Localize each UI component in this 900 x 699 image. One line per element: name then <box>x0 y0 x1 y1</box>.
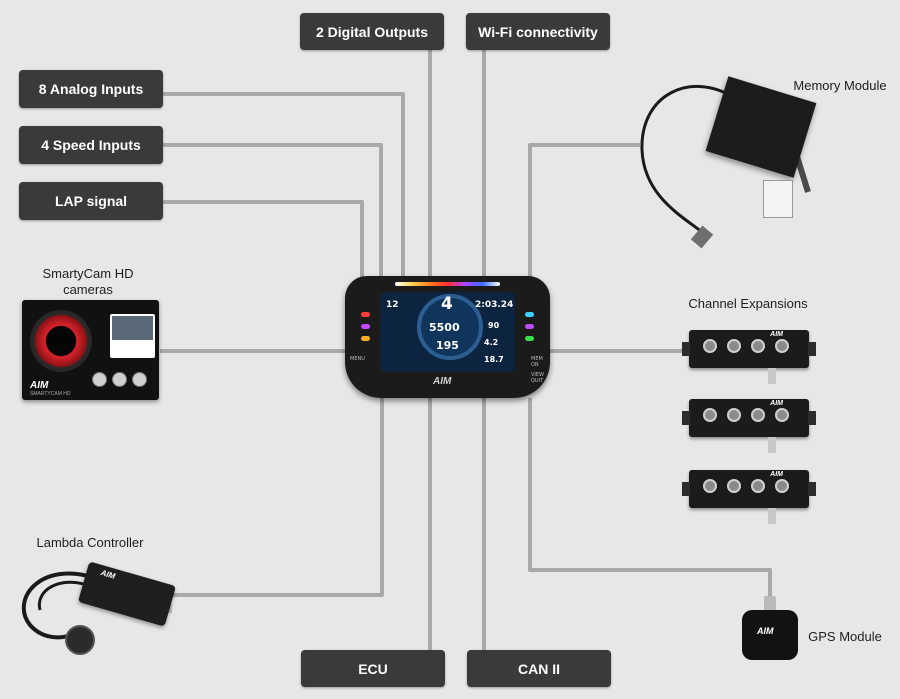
expansion-port-icon <box>751 339 765 353</box>
expansion-port-icon <box>703 479 717 493</box>
menu-button-label: MENU <box>350 356 365 362</box>
voltage: 18.7 <box>484 355 504 364</box>
gps-logo: AIM <box>757 626 774 636</box>
expansion-port-icon <box>775 408 789 422</box>
expansion-port-icon <box>775 479 789 493</box>
lambda-connector <box>65 625 95 655</box>
expansion-port-icon <box>727 479 741 493</box>
alarm-led <box>361 324 370 329</box>
oil-pressure: 4.2 <box>484 338 499 347</box>
camera-lens-icon <box>30 310 92 372</box>
alarm-led <box>361 336 370 341</box>
channel-expansion-device: AIM <box>682 399 816 453</box>
caption-gps-module: GPS Module <box>808 629 882 644</box>
expansion-port-icon <box>727 339 741 353</box>
lap-time: 2:03.24 <box>475 300 514 310</box>
label-can2: CAN II <box>467 650 611 687</box>
label-wifi-connectivity: Wi-Fi connectivity <box>466 13 610 50</box>
label-digital-outputs: 2 Digital Outputs <box>300 13 444 50</box>
gps-connector <box>764 596 776 612</box>
gear-value: 4 <box>441 294 453 314</box>
alarm-led <box>525 312 534 317</box>
memory-module-cable <box>640 85 736 234</box>
expansion-mount <box>682 411 690 425</box>
expansion-logo: AIM <box>770 400 783 407</box>
smartycam-device: AIM SMARTYCAM HD <box>22 300 159 400</box>
expansion-port-icon <box>703 339 717 353</box>
label-lap-signal: LAP signal <box>19 182 163 220</box>
wire-speed-inputs <box>163 143 383 290</box>
camera-model: SMARTYCAM HD <box>30 391 71 397</box>
rpm-value: 5500 <box>429 321 460 334</box>
channel-expansion-device: AIM <box>682 330 816 384</box>
caption-channel-expansions: Channel Expansions <box>688 296 808 311</box>
caption-memory-module: Memory Module <box>793 78 887 93</box>
expansion-port-icon <box>727 408 741 422</box>
wire-memory-module <box>528 143 640 290</box>
wire-analog-inputs <box>163 92 405 290</box>
expansion-logo: AIM <box>770 331 783 338</box>
speed-value: 195 <box>436 339 459 352</box>
dash-logo: AIM <box>433 376 452 387</box>
dash-screen: 4 5500 195 12 2:03.24 90 4.2 18.7 <box>380 292 515 372</box>
caption-smartycam: SmartyCam HD cameras <box>42 266 134 297</box>
wire-lambda <box>172 398 384 597</box>
gps-module-device: AIM <box>742 596 798 664</box>
expansion-mount <box>808 482 816 496</box>
sd-card-icon <box>763 180 793 218</box>
alarm-led <box>525 324 534 329</box>
lambda-cable-second <box>37 580 91 611</box>
camera-button <box>132 372 147 387</box>
alarm-led <box>361 312 370 317</box>
memory-module-connector <box>690 225 714 249</box>
view-button-label: VIEW QUIT <box>531 372 544 384</box>
gps-body <box>742 610 798 660</box>
label-speed-inputs: 4 Speed Inputs <box>19 126 163 164</box>
camera-screen <box>110 314 155 358</box>
channel-expansion-device: AIM <box>682 470 816 524</box>
label-analog-inputs: 8 Analog Inputs <box>19 70 163 108</box>
mem-button-label: MEM ON <box>531 356 543 368</box>
water-temp: 90 <box>488 321 500 330</box>
camera-brand: AIM <box>30 380 49 391</box>
expansion-mount <box>808 342 816 356</box>
expansion-mount <box>808 411 816 425</box>
dash-display-device: MENU MEM ON VIEW QUIT 4 5500 195 12 2:03… <box>345 276 550 398</box>
wire-gps <box>528 398 772 598</box>
expansion-connector <box>768 437 776 453</box>
caption-lambda-controller: Lambda Controller <box>36 535 144 550</box>
expansion-logo: AIM <box>770 471 783 478</box>
expansion-mount <box>682 342 690 356</box>
expansion-port-icon <box>751 408 765 422</box>
expansion-mount <box>682 482 690 496</box>
expansion-port-icon <box>703 408 717 422</box>
expansion-port-icon <box>775 339 789 353</box>
lap-number: 12 <box>386 300 399 310</box>
shift-light-bar <box>395 282 500 286</box>
wire-lap-signal <box>163 200 364 290</box>
camera-preview <box>112 316 153 340</box>
lambda-logo: AIM <box>99 568 117 581</box>
expansion-port-icon <box>751 479 765 493</box>
expansion-connector <box>768 368 776 384</box>
expansion-connector <box>768 508 776 524</box>
alarm-led <box>525 336 534 341</box>
rpm-gauge <box>417 294 483 360</box>
label-ecu: ECU <box>301 650 445 687</box>
camera-button <box>112 372 127 387</box>
camera-button <box>92 372 107 387</box>
